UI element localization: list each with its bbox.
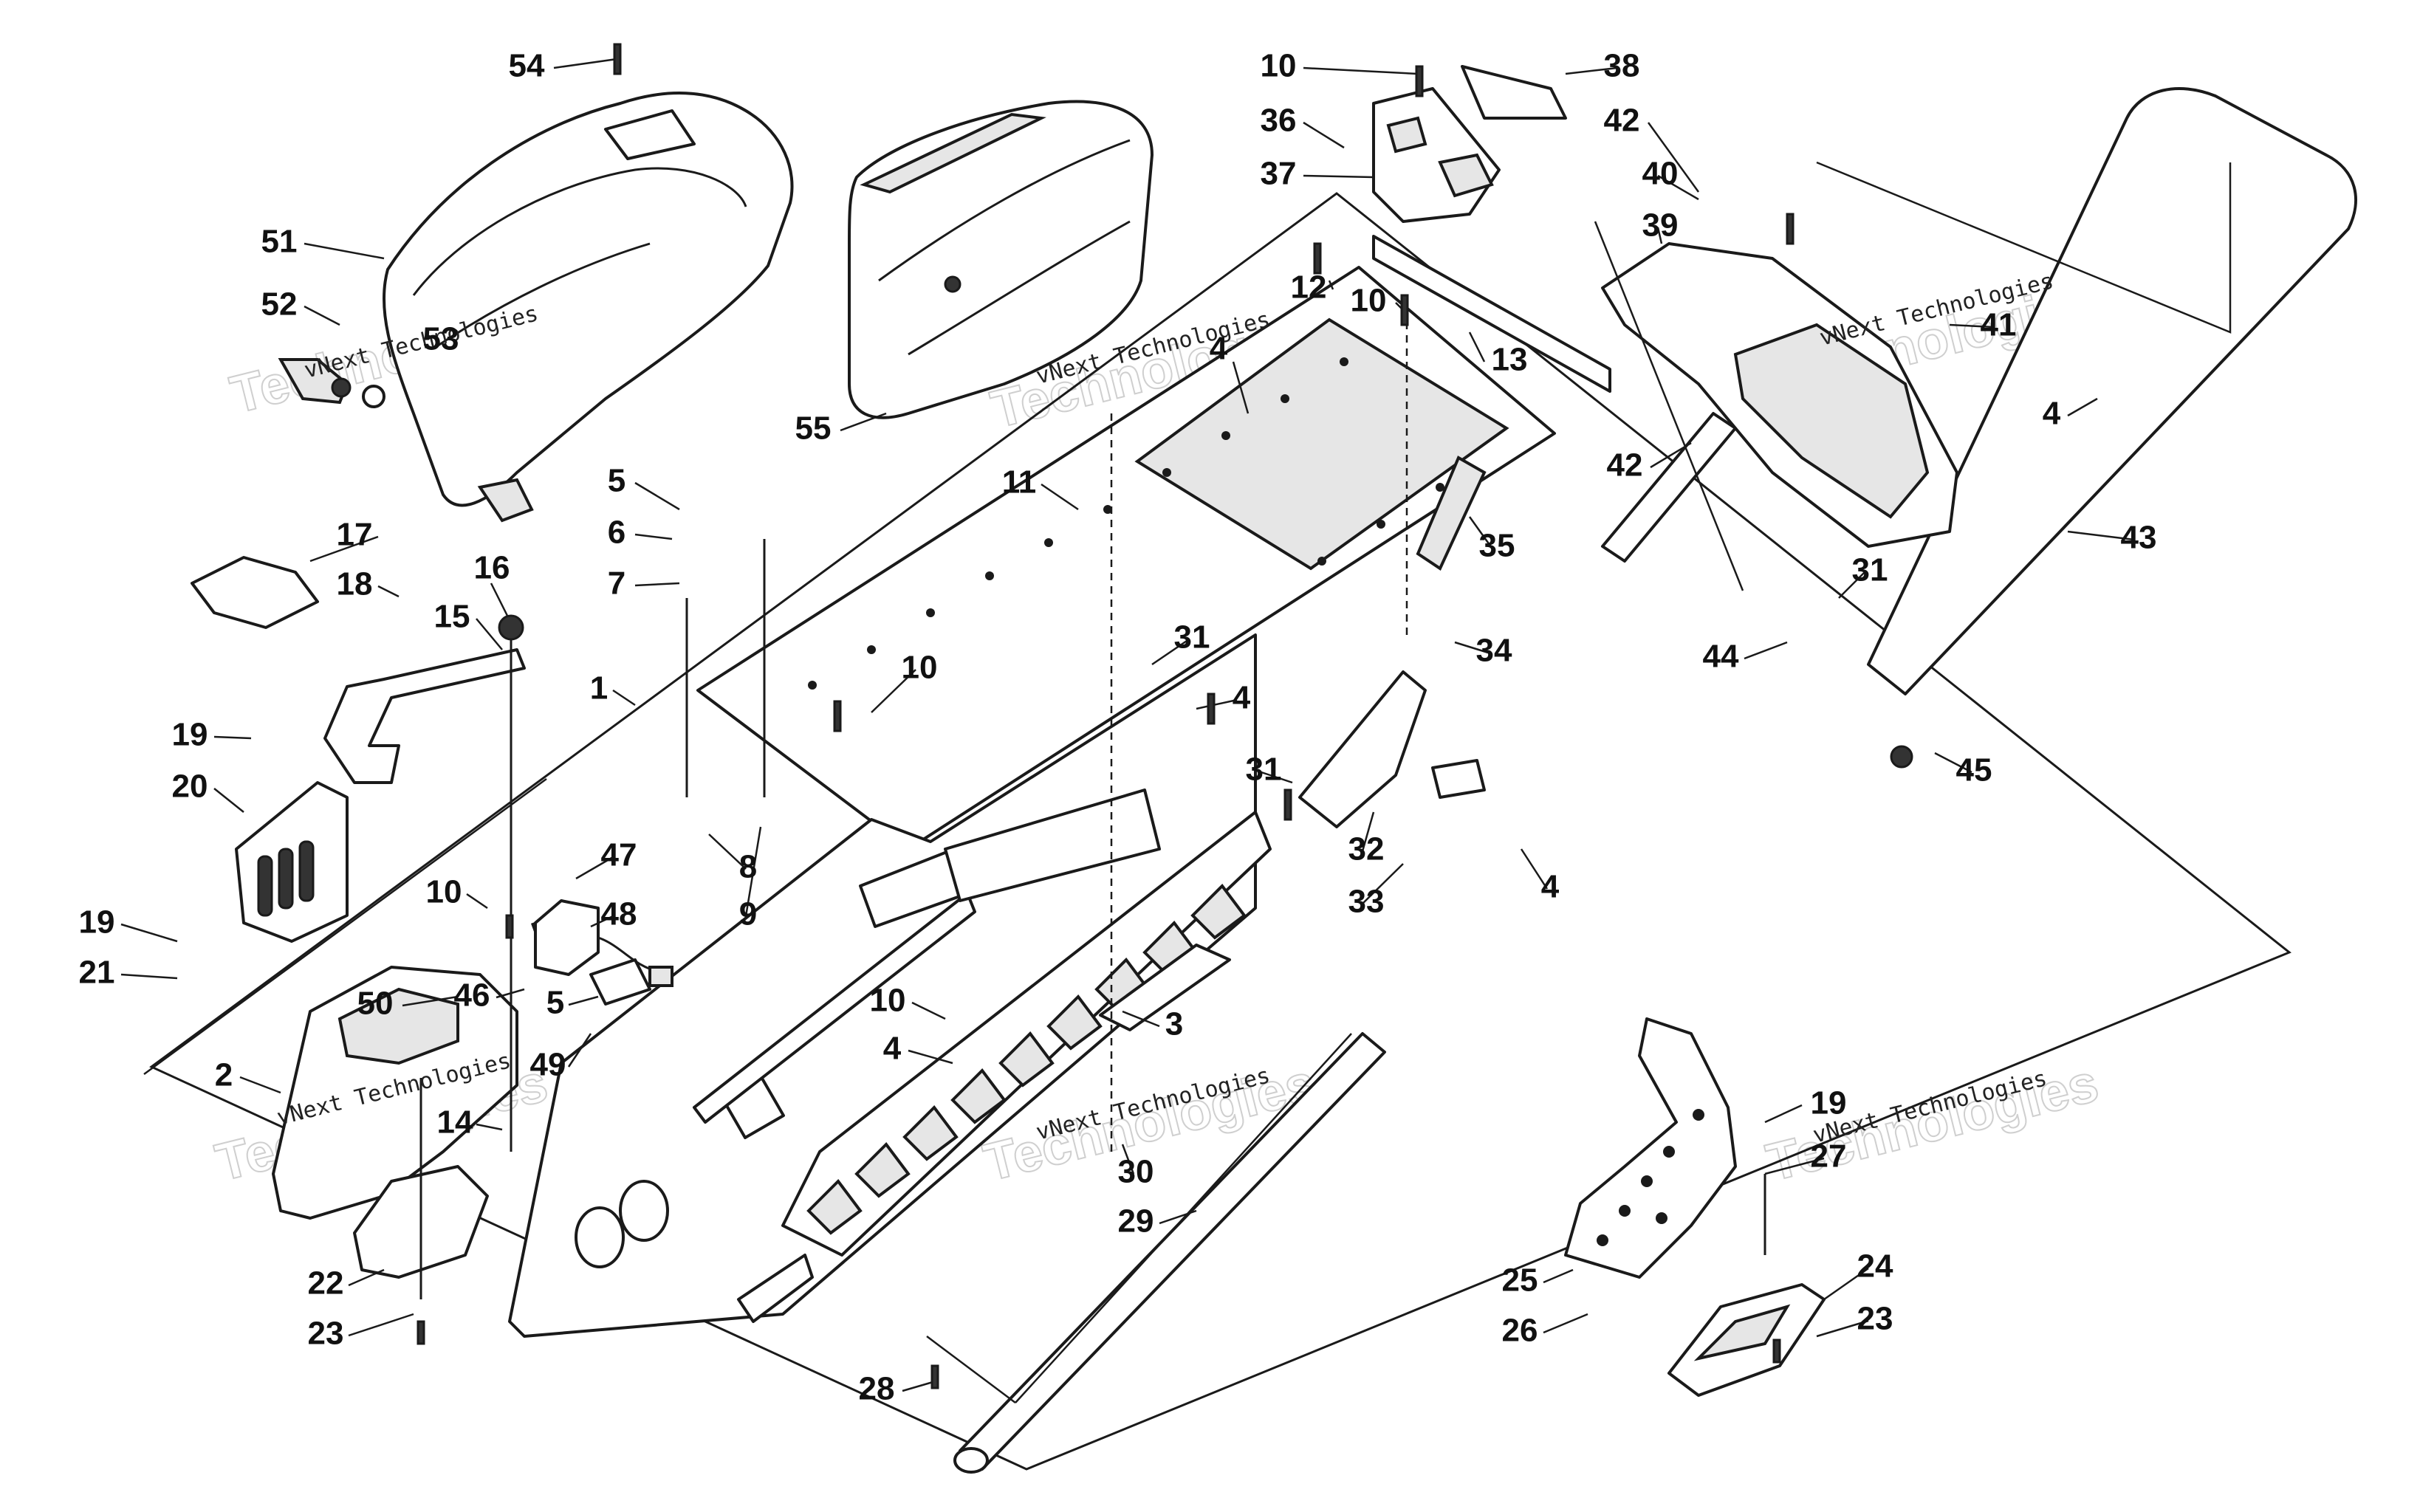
- callout-c38: 38: [1604, 48, 1640, 84]
- seat: [278, 92, 794, 523]
- callout-c4a: 4: [1210, 331, 1228, 367]
- callout-c28: 28: [859, 1371, 895, 1407]
- callout-c39: 39: [1642, 207, 1679, 244]
- callout-c12: 12: [1291, 269, 1327, 306]
- callout-c10a: 10: [1261, 48, 1297, 84]
- callout-c33: 33: [1348, 884, 1385, 920]
- callout-c20: 20: [172, 769, 208, 805]
- callout-c19b: 19: [79, 904, 115, 941]
- grab-rail-tube: [1867, 87, 2357, 695]
- callout-c55: 55: [795, 410, 832, 447]
- seat-cushion: [382, 92, 794, 507]
- callout-c4e: 4: [883, 1031, 902, 1067]
- callout-c7: 7: [608, 566, 625, 602]
- callout-c3: 3: [1165, 1006, 1183, 1042]
- storage-bag-body: [848, 100, 1154, 419]
- callout-c23a: 23: [308, 1316, 344, 1352]
- callout-c16: 16: [474, 550, 510, 586]
- callout-c17: 17: [337, 517, 373, 553]
- running-board-brace: [1099, 944, 1231, 1031]
- callout-c31a: 31: [1852, 552, 1888, 588]
- callout-c49: 49: [530, 1047, 566, 1083]
- hitch-cover: [191, 556, 319, 629]
- callout-c54: 54: [509, 48, 545, 84]
- callout-c40: 40: [1642, 156, 1679, 192]
- callout-c6: 6: [608, 515, 625, 551]
- callout-c50: 50: [357, 986, 394, 1022]
- callout-c23b: 23: [1857, 1301, 1893, 1337]
- hitch-handle: [323, 648, 526, 784]
- callout-c43: 43: [2121, 520, 2157, 556]
- tunnel-access-plate: [1134, 317, 1509, 571]
- grab-rail: [1461, 65, 2357, 695]
- fasteners: [417, 43, 1913, 1389]
- callout-c26: 26: [1502, 1313, 1538, 1349]
- callout-c2: 2: [215, 1057, 233, 1093]
- callout-c10d: 10: [426, 874, 462, 910]
- leader-lines: [120, 58, 2135, 1392]
- callout-c51: 51: [261, 224, 298, 260]
- bumper-tube: [926, 1032, 1386, 1474]
- callout-c46: 46: [454, 977, 490, 1014]
- callout-c14: 14: [437, 1104, 473, 1141]
- callout-c42a: 42: [1604, 103, 1640, 139]
- tail-light-housing: [1372, 87, 1501, 223]
- callout-c4b: 4: [2043, 396, 2061, 432]
- callout-c5a: 5: [608, 463, 625, 499]
- footrest-plate: [1564, 1017, 1737, 1279]
- callout-c10e: 10: [870, 983, 906, 1019]
- tunnel-assembly: [143, 192, 2292, 1471]
- callout-c8: 8: [739, 849, 757, 885]
- callout-c25: 25: [1502, 1262, 1538, 1299]
- callout-c35: 35: [1479, 528, 1515, 564]
- callout-c19a: 19: [172, 717, 208, 753]
- callout-c13: 13: [1492, 342, 1528, 378]
- callout-c44: 44: [1703, 639, 1739, 675]
- callout-c48: 48: [601, 896, 637, 932]
- callout-c42b: 42: [1607, 447, 1643, 484]
- callout-c11: 11: [1002, 464, 1037, 501]
- callout-c27: 27: [1811, 1138, 1847, 1175]
- callout-c22: 22: [308, 1265, 344, 1302]
- callout-c47: 47: [601, 837, 637, 873]
- callout-c31b: 31: [1174, 619, 1210, 656]
- callout-c19c: 19: [1811, 1085, 1847, 1121]
- callout-c30: 30: [1118, 1154, 1154, 1190]
- callout-c10c: 10: [902, 650, 938, 686]
- callout-c21: 21: [79, 955, 115, 991]
- callout-c15: 15: [434, 599, 470, 635]
- callout-c34: 34: [1476, 633, 1512, 669]
- running-board-base: [781, 811, 1272, 1257]
- running-board: [781, 811, 1272, 1257]
- callout-c5b: 5: [546, 985, 564, 1021]
- callout-c1: 1: [590, 670, 608, 707]
- callout-c9: 9: [739, 896, 757, 932]
- callout-c31c: 31: [1246, 752, 1282, 788]
- callout-c41: 41: [1981, 307, 2017, 343]
- callout-c24: 24: [1857, 1248, 1893, 1285]
- callout-c45: 45: [1956, 752, 1992, 788]
- wiring-module: [534, 899, 673, 987]
- alignment-lines: [419, 161, 2232, 1299]
- callout-c18: 18: [337, 566, 373, 602]
- gusset-brackets: [1298, 235, 1611, 828]
- callout-c4d: 4: [1541, 869, 1560, 905]
- scuff-plate: [1667, 1283, 1826, 1397]
- callout-c36: 36: [1261, 103, 1297, 139]
- callout-c53: 53: [423, 321, 459, 357]
- storage-bag-grip-pad: [860, 112, 1046, 194]
- hitch-bracket: [191, 556, 526, 943]
- callout-c10b: 10: [1351, 283, 1387, 319]
- callout-c52: 52: [261, 286, 298, 323]
- callout-c32: 32: [1348, 831, 1385, 867]
- tunnel-outline: [149, 192, 2292, 1471]
- callout-c37: 37: [1261, 156, 1297, 192]
- callout-c4c: 4: [1233, 680, 1251, 716]
- storage-bag: [848, 100, 1154, 419]
- callout-c29: 29: [1118, 1203, 1154, 1240]
